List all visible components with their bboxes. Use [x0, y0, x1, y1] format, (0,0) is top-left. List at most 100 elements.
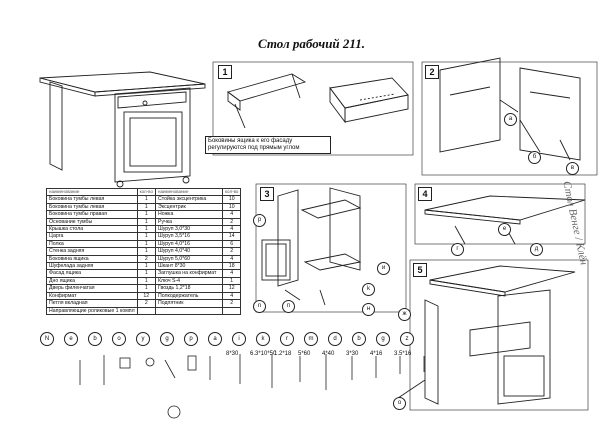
- table-cell: Петля вкладная: [46, 299, 138, 308]
- callout-b: б: [528, 151, 541, 164]
- callout-f: е: [498, 223, 511, 236]
- table-cell: 1: [136, 269, 157, 278]
- table-cell: 1: [136, 239, 157, 249]
- callout-i: и: [377, 262, 390, 275]
- hardware-item-label: e: [64, 332, 78, 346]
- table-cell: 4: [222, 225, 242, 234]
- table-cell: 12: [222, 284, 242, 293]
- table-cell: Направляющие роликовые 1 компл: [46, 306, 138, 315]
- step-3-label: 3: [260, 187, 274, 201]
- table-cell: 2: [222, 217, 242, 227]
- table-cell: Дно ящика: [46, 276, 138, 286]
- table-cell: 2: [136, 299, 157, 308]
- table-cell: Боковина тумбы левая: [46, 195, 138, 204]
- table-cell: 1: [136, 276, 157, 286]
- table-cell: Полкодержатель: [155, 291, 224, 301]
- table-cell: 14: [222, 232, 242, 241]
- assembled-desk-drawing: [39, 71, 206, 188]
- hardware-size-label: 1.2*18: [274, 351, 292, 357]
- table-cell: Царга: [46, 232, 138, 241]
- hardware-item-label: o: [112, 332, 126, 346]
- step3-drawing: [255, 183, 407, 313]
- hardware-item-label: g: [160, 332, 174, 346]
- hardware-item-label: p: [184, 332, 198, 346]
- step-1-label: 1: [218, 65, 232, 79]
- hardware-size-label: 4*40: [322, 351, 335, 357]
- step4-drawing: [414, 183, 586, 245]
- hardware-size-label: 8*30: [226, 351, 239, 357]
- table-cell: Дверь филенчатая: [46, 284, 138, 293]
- table-row: Направляющие роликовые 1 компл: [46, 306, 242, 315]
- table-cell: [136, 306, 157, 315]
- hardware-item-label: b: [88, 332, 102, 346]
- table-cell: 12: [136, 291, 157, 301]
- table-cell: Фасад ящика: [46, 269, 138, 278]
- hardware-size-label: 4*16: [370, 351, 383, 357]
- callout-a: а: [504, 113, 517, 126]
- table-cell: Шуруп 3,5*16: [155, 232, 224, 241]
- table-cell: Эксцентрик: [155, 202, 224, 212]
- step-4-label: 4: [418, 187, 432, 201]
- table-cell: Стенка задняя: [46, 247, 138, 256]
- callout-d: г: [451, 243, 464, 256]
- table-cell: наименование: [155, 187, 224, 197]
- callout-k: k: [362, 283, 375, 296]
- table-cell: Ручка: [155, 217, 224, 227]
- callout-e: д: [530, 243, 543, 256]
- hardware-item-label: k: [256, 332, 270, 346]
- table-cell: 1: [136, 232, 157, 241]
- table-cell: [222, 306, 242, 315]
- table-cell: 1: [136, 217, 157, 227]
- table-cell: 4: [222, 254, 242, 264]
- hardware-size-label: 5*60: [298, 351, 311, 357]
- table-cell: Шуруп 4,0*40: [155, 247, 224, 256]
- table-cell: 1: [136, 225, 157, 234]
- hardware-size-label: 3.5*16: [394, 351, 412, 357]
- hardware-item-label: d: [328, 332, 342, 346]
- hardware-size-label: 6.3*10*50: [250, 351, 277, 357]
- hardware-item-label: N: [40, 332, 54, 346]
- table-cell: Шкант 8*30: [155, 262, 224, 271]
- table-cell: Гвоздь 1,2*18: [155, 284, 224, 293]
- hardware-item-label: z: [400, 332, 414, 346]
- callout-r: р: [253, 214, 266, 227]
- hardware-item-label: m: [304, 332, 318, 346]
- table-cell: Боковина тумбы правая: [46, 210, 138, 219]
- table-cell: кол-во: [136, 187, 157, 197]
- callout-zh: ж: [398, 308, 411, 321]
- table-cell: Шуруп 3,0*30: [155, 225, 224, 234]
- callout-c: в: [566, 162, 579, 175]
- table-cell: [155, 306, 224, 315]
- step-2-label: 2: [425, 65, 439, 79]
- hardware-size-label: 3*30: [346, 351, 359, 357]
- table-cell: 10: [222, 195, 242, 204]
- table-cell: наименование: [46, 187, 138, 197]
- table-cell: 1: [136, 247, 157, 256]
- table-cell: 1: [136, 262, 157, 271]
- hardware-item-label: g: [376, 332, 390, 346]
- table-cell: 1: [136, 195, 157, 204]
- table-cell: кол-во: [222, 187, 242, 197]
- table-cell: 18: [222, 262, 242, 271]
- callout-h: н: [362, 303, 375, 316]
- table-cell: Шуруп 4,0*16: [155, 239, 224, 249]
- step1-drawing: [212, 61, 414, 156]
- table-cell: Шуфелада задняя: [46, 262, 138, 271]
- step2-drawing: [421, 57, 598, 176]
